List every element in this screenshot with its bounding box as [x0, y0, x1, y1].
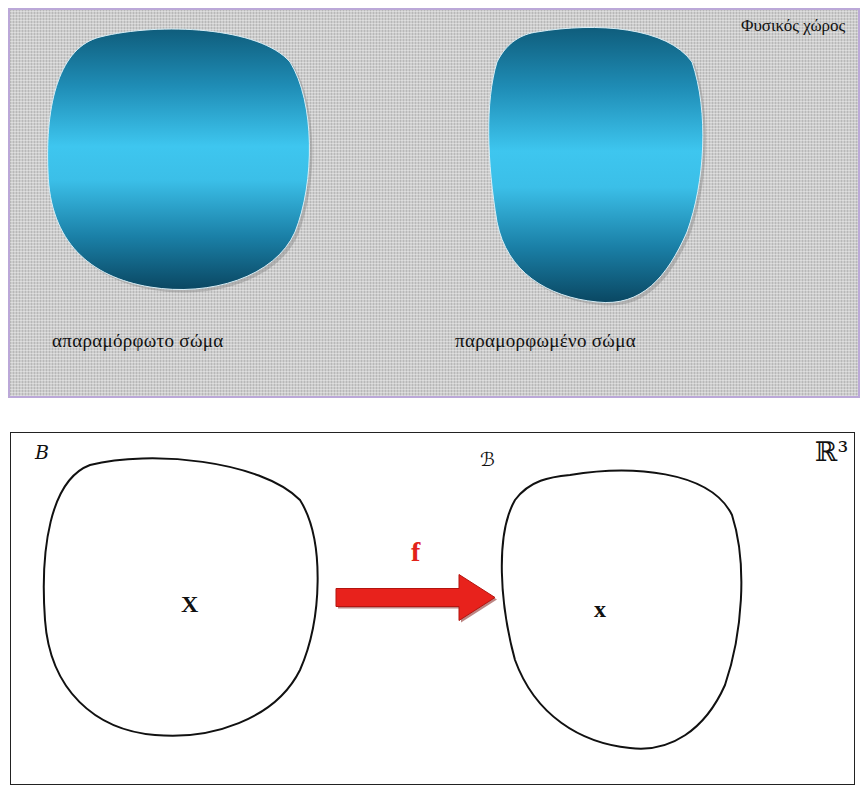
body-fill — [48, 29, 310, 289]
set-symbol: ℬ — [480, 449, 495, 471]
space-symbol: ℝ³ — [815, 436, 848, 467]
current-configuration: ℬx — [490, 445, 760, 760]
configuration-curve — [44, 458, 318, 735]
mapping-label: f — [411, 537, 420, 568]
body-label: παραμορφωμένο σώμα — [455, 330, 636, 352]
set-symbol: B — [35, 442, 49, 464]
point-symbol: X — [181, 591, 198, 619]
physical-space-panel: Φυσικός χώρος απαραμόρφωτο σώμα παραμορφωμ… — [0, 0, 865, 400]
configuration-outline — [490, 445, 760, 760]
space-title: Φυσικός χώρος — [741, 16, 845, 36]
body-shape — [40, 22, 340, 367]
deformed-body: παραμορφωμένο σώμα — [447, 22, 747, 367]
mapping-arrow — [336, 575, 497, 623]
reference-configuration: BX — [30, 440, 330, 745]
body-label: απαραμόρφωτο σώμα — [52, 330, 223, 352]
arrow-body — [336, 575, 495, 621]
euclidean-space-panel: ℝ³BXℬx — [10, 432, 855, 785]
configuration-curve — [502, 471, 742, 749]
point-symbol: x — [594, 596, 606, 624]
undeformed-body: απαραμόρφωτο σώμα — [40, 22, 340, 367]
body-shape — [447, 22, 747, 367]
configuration-outline — [30, 440, 330, 745]
body-fill — [489, 27, 703, 302]
